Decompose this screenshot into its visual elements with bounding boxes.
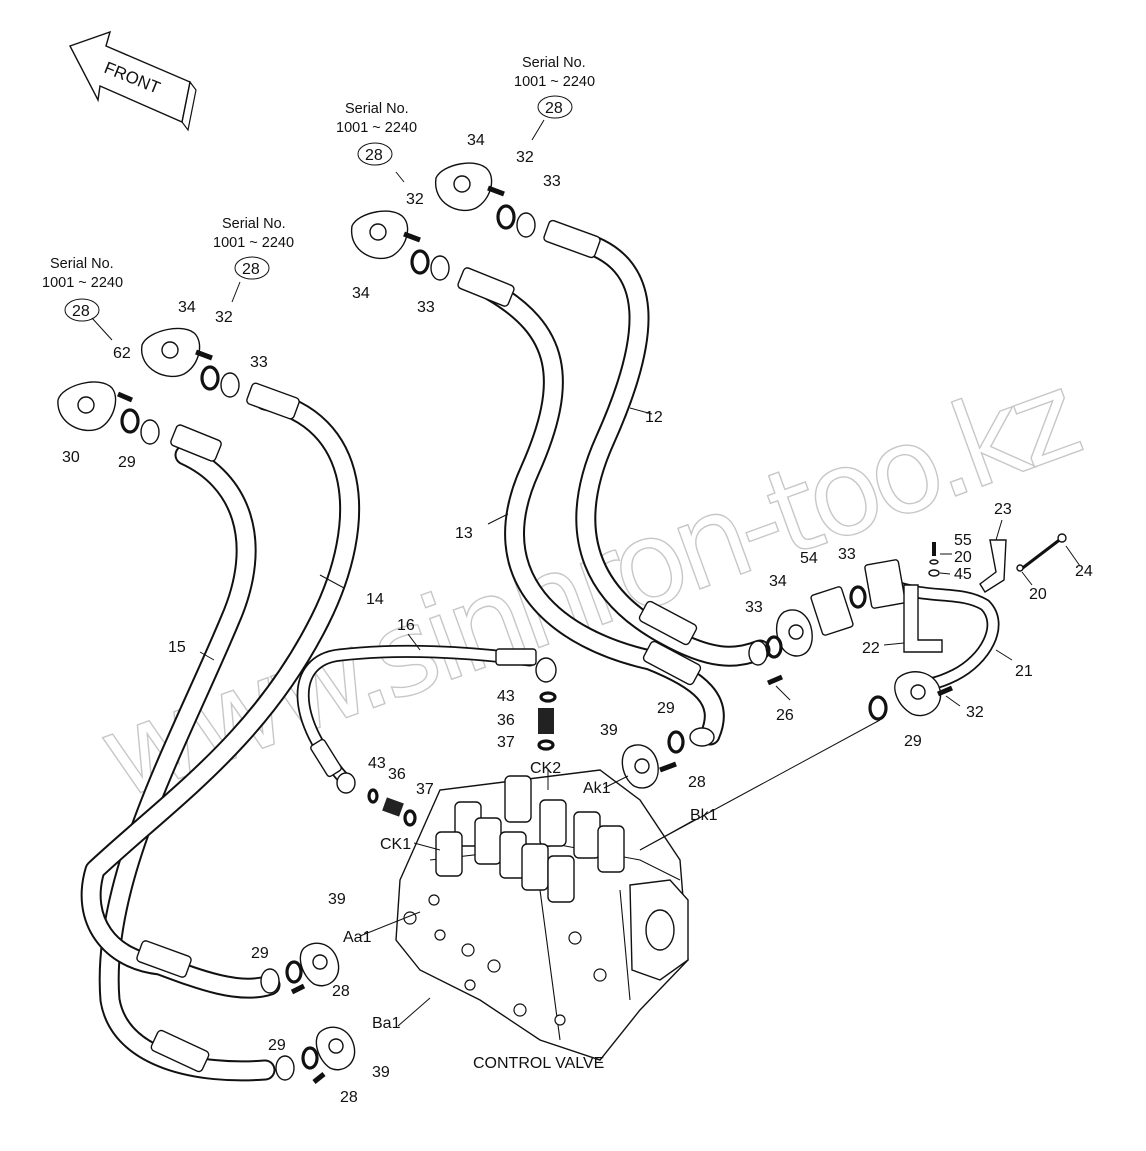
label-32a: 32 (215, 309, 233, 326)
bolts (117, 185, 953, 1084)
label-39b: 39 (328, 891, 346, 908)
port-labels: CK1 CK2 Ak1 Bk1 Aa1 Ba1 (343, 760, 718, 1032)
label-39c: 39 (372, 1064, 390, 1081)
label-34c: 34 (467, 132, 485, 149)
label-28b: 28 (332, 983, 350, 1000)
label-22: 22 (862, 640, 880, 657)
label-36b: 36 (388, 766, 406, 783)
serial-note-2-range: 1001 ~ 2240 (213, 235, 294, 251)
control-valve-label: CONTROL VALVE (473, 1055, 604, 1072)
label-39a: 39 (600, 722, 618, 739)
serial-note-1-range: 1001 ~ 2240 (42, 275, 123, 291)
label-29d: 29 (251, 945, 269, 962)
label-36a: 36 (497, 712, 515, 729)
label-30: 30 (62, 449, 80, 466)
label-32d: 32 (966, 704, 984, 721)
serial-note-4: Serial No. 1001 ~ 2240 28 (514, 55, 595, 119)
o-rings (120, 204, 888, 1070)
label-29a: 29 (118, 454, 136, 471)
label-21: 21 (1015, 663, 1033, 680)
label-37b: 37 (416, 781, 434, 798)
serial-note-2: Serial No. 1001 ~ 2240 28 (213, 216, 294, 280)
hose-16 (296, 644, 537, 787)
label-29c: 29 (904, 733, 922, 750)
label-37a: 37 (497, 734, 515, 751)
label-43b: 43 (368, 755, 386, 772)
label-32b: 32 (406, 191, 424, 208)
serial-note-3-ref: 28 (365, 147, 383, 164)
label-20a: 20 (954, 549, 972, 566)
label-29e: 29 (268, 1037, 286, 1054)
label-13: 13 (455, 525, 473, 542)
label-29b: 29 (657, 700, 675, 717)
serial-note-4-range: 1001 ~ 2240 (514, 74, 595, 90)
label-33e: 33 (838, 546, 856, 563)
serial-note-3-title: Serial No. (345, 101, 409, 117)
leader-lines (91, 119, 1081, 1027)
port-bk1: Bk1 (690, 807, 718, 824)
label-20b: 20 (1029, 586, 1047, 603)
front-arrow: FRONT (69, 30, 197, 132)
label-34b: 34 (352, 285, 370, 302)
bracket-assembly (903, 533, 1067, 653)
port-ck1: CK1 (380, 836, 411, 853)
label-34d: 34 (769, 573, 787, 590)
label-32c: 32 (516, 149, 534, 166)
label-33d: 33 (745, 599, 763, 616)
label-28a: 28 (688, 774, 706, 791)
hose-end-fittings (140, 212, 768, 1081)
label-45: 45 (954, 566, 972, 583)
label-33b: 33 (417, 299, 435, 316)
serial-note-3-range: 1001 ~ 2240 (336, 120, 417, 136)
label-55: 55 (954, 532, 972, 549)
label-34a: 34 (178, 299, 196, 316)
serial-note-2-title: Serial No. (222, 216, 286, 232)
label-24: 24 (1075, 563, 1093, 580)
hose-ferrules (136, 219, 702, 1073)
serial-note-4-title: Serial No. (522, 55, 586, 71)
serial-note-1-title: Serial No. (50, 256, 114, 272)
label-62: 62 (113, 345, 131, 362)
label-12: 12 (645, 409, 663, 426)
serial-note-3: Serial No. 1001 ~ 2240 28 (336, 101, 417, 166)
port-ck2: CK2 (530, 760, 561, 777)
label-15: 15 (168, 639, 186, 656)
label-26: 26 (776, 707, 794, 724)
serial-note-1: Serial No. 1001 ~ 2240 28 (42, 256, 123, 322)
serial-note-4-ref: 28 (545, 100, 563, 117)
port-aa1: Aa1 (343, 929, 372, 946)
label-14: 14 (366, 591, 384, 608)
port-ak1: Ak1 (583, 780, 611, 797)
label-33a: 33 (250, 354, 268, 371)
control-valve-body (395, 769, 689, 1061)
label-28c: 28 (340, 1089, 358, 1106)
label-54: 54 (800, 550, 818, 567)
label-43a: 43 (497, 688, 515, 705)
label-16: 16 (397, 617, 415, 634)
part-labels: 12 13 14 15 16 20 20 21 22 23 24 26 28 2… (62, 132, 1093, 1106)
split-flanges (57, 162, 942, 1071)
label-33c: 33 (543, 173, 561, 190)
serial-note-2-ref: 28 (242, 261, 260, 278)
label-23: 23 (994, 501, 1012, 518)
serial-note-1-ref: 28 (72, 303, 90, 320)
port-ba1: Ba1 (372, 1015, 401, 1032)
hose-12 (564, 229, 771, 667)
